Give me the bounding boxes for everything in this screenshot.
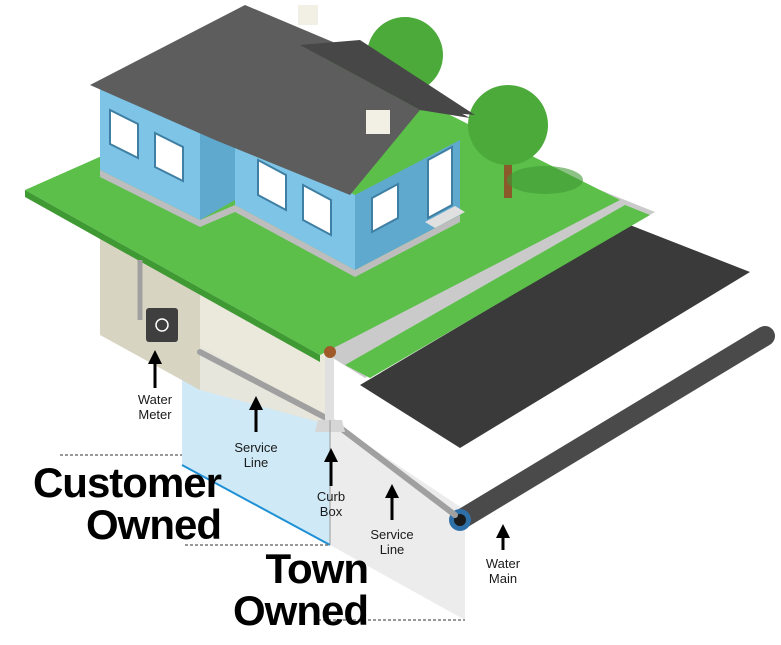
road	[360, 225, 750, 448]
town-owned-zone	[330, 420, 465, 620]
door-steps	[425, 206, 465, 228]
curb-box-label-line1: Curb	[316, 489, 346, 504]
water-meter-label: Water Meter	[128, 392, 182, 422]
arrow-service-line-customer-head	[249, 396, 263, 410]
service-line-town-pipe	[327, 417, 458, 518]
chimney-front	[366, 110, 390, 134]
window	[109, 108, 139, 160]
service-line-customer-label-line2: Line	[243, 455, 269, 470]
service-line-town-label-line1: Service	[370, 527, 414, 542]
curb-box-cap	[324, 346, 336, 358]
chimney-back	[298, 5, 318, 25]
curb-box-label-line2: Box	[319, 504, 343, 519]
window	[371, 182, 399, 234]
window	[257, 158, 287, 212]
service-line-customer-label: Service Line	[226, 440, 286, 470]
water-main-label-line2: Main	[488, 571, 518, 586]
front-door	[427, 145, 453, 220]
town-owned-line2: Owned	[232, 587, 369, 634]
tree-canopy	[468, 85, 548, 165]
water-main-label-line1: Water	[485, 556, 521, 571]
water-main-pipe	[450, 326, 775, 530]
customer-owned-line2: Owned	[85, 501, 222, 548]
water-meter-box	[146, 308, 178, 342]
basement-front	[200, 290, 330, 425]
tree-trunk	[504, 150, 512, 198]
lawn-edge-left	[25, 190, 320, 362]
service-line-customer-label-line1: Service	[234, 440, 278, 455]
water-meter-label-line1: Water	[137, 392, 173, 407]
arrow-water-meter-head	[148, 350, 162, 364]
grass-strip	[345, 205, 650, 378]
service-line-town-label: Service Line	[362, 527, 422, 557]
ownership-divider-line	[181, 464, 331, 546]
water-meter-label-line2: Meter	[138, 407, 172, 422]
window	[302, 183, 332, 237]
town-owned-label: Town Owned	[200, 545, 369, 634]
roof-main	[215, 45, 420, 195]
service-line-customer-pipe	[197, 349, 333, 423]
arrow-service-line-town-head	[385, 484, 399, 498]
service-line-town-label-line2: Line	[379, 542, 405, 557]
window	[154, 131, 184, 183]
house-wall-left	[100, 80, 200, 220]
curb-box-label: Curb Box	[308, 489, 354, 519]
arrow-curb-box-head	[324, 448, 338, 462]
customer-owned-label: Customer Owned	[6, 459, 222, 548]
roof-left	[90, 5, 340, 140]
water-meter-dial	[155, 318, 169, 332]
water-main-label: Water Main	[478, 556, 528, 586]
arrow-water-main-head	[496, 524, 510, 538]
tree-shadow	[507, 166, 583, 194]
town-owned-line1: Town	[265, 545, 369, 592]
customer-owned-line1: Customer	[32, 459, 222, 506]
curb-box-stem	[325, 355, 334, 420]
